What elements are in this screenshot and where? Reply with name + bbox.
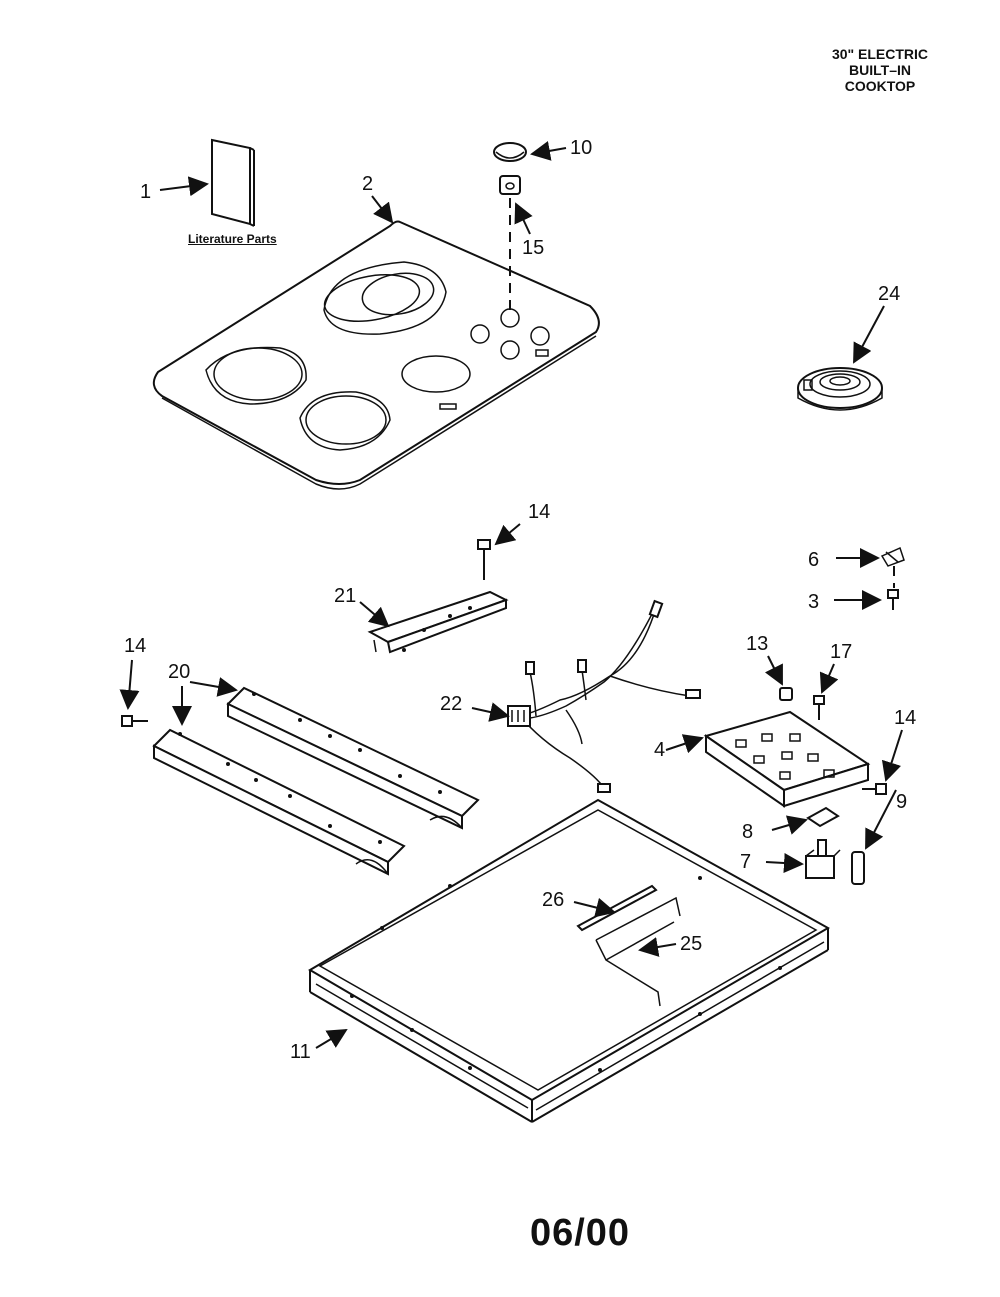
callout-10: 10 [570, 137, 592, 159]
title-line-3: COOKTOP [844, 78, 916, 94]
screw-left [121, 715, 148, 727]
callout-7-arrow [765, 853, 804, 873]
callout-17: 17 [830, 641, 852, 663]
cooktop-glass [152, 220, 600, 490]
coil-element [797, 367, 883, 411]
callout-24: 24 [878, 283, 900, 305]
callout-26: 26 [542, 889, 564, 911]
callout-7: 7 [740, 851, 751, 873]
support-rail-upper [226, 686, 480, 830]
screw-right [862, 783, 887, 795]
literature-parts-label: Literature Parts [188, 232, 277, 246]
callout-25: 25 [680, 933, 702, 955]
callout-11-arrow [315, 1028, 348, 1049]
callout-8: 8 [742, 821, 753, 843]
callout-13-arrow [765, 655, 783, 686]
callout-9: 9 [896, 791, 907, 813]
callout-11: 11 [290, 1041, 311, 1063]
callout-25-arrow [638, 937, 677, 957]
callout-1: 1 [140, 181, 151, 203]
callout-2-arrow [371, 195, 394, 224]
callout-14a-arrow [494, 523, 521, 546]
date-code: 06/00 [529, 1212, 631, 1254]
title-line-2: BUILT–IN [849, 62, 911, 78]
callout-14b-arrow [119, 659, 140, 710]
strip-part-26 [576, 884, 658, 932]
switch-bracket [703, 710, 871, 808]
callout-8-arrow [771, 815, 808, 835]
callout-10-arrow [530, 141, 567, 161]
callout-14a: 14 [528, 501, 550, 523]
title-line-1: 30" ELECTRIC [831, 46, 929, 62]
plate-part-8 [806, 806, 840, 828]
base-pan [308, 798, 831, 1123]
clip-part-6 [880, 546, 905, 567]
screw-top [477, 539, 491, 580]
mounting-bracket-21 [367, 590, 509, 654]
callout-15-arrow [514, 202, 533, 235]
switch-part-7 [805, 839, 841, 879]
callout-17-arrow [819, 663, 839, 694]
callout-22: 22 [440, 693, 462, 715]
support-rail-lower [152, 728, 406, 876]
callout-4: 4 [654, 739, 665, 761]
callout-13: 13 [746, 633, 768, 655]
callout-2: 2 [362, 173, 373, 195]
wiring-harness [507, 599, 701, 793]
literature-booklet [211, 138, 255, 227]
shaft-part-9 [851, 851, 865, 885]
callout-20: 20 [168, 661, 190, 683]
control-knob [493, 142, 527, 195]
plug-part-13 [779, 687, 793, 701]
callout-15: 15 [522, 237, 544, 259]
callout-14c: 14 [894, 707, 916, 729]
diagram-title: 30" ELECTRIC BUILT–IN COOKTOP [800, 46, 960, 94]
callout-21-arrow [359, 601, 390, 628]
callout-22-arrow [471, 702, 510, 722]
callout-3: 3 [808, 591, 819, 613]
callout-14b: 14 [124, 635, 146, 657]
screw-part-3 [887, 589, 899, 610]
callout-20-arrow-a [189, 677, 238, 697]
callout-1-arrow [159, 176, 209, 197]
callout-26-arrow [573, 897, 616, 918]
callout-21: 21 [334, 585, 356, 607]
callout-4-arrow [665, 734, 704, 754]
callout-24-arrow [853, 305, 885, 364]
screw-part-17 [813, 695, 825, 720]
callout-14c-arrow [881, 729, 903, 782]
callout-6: 6 [808, 549, 819, 571]
callout-9-arrow [865, 789, 897, 850]
